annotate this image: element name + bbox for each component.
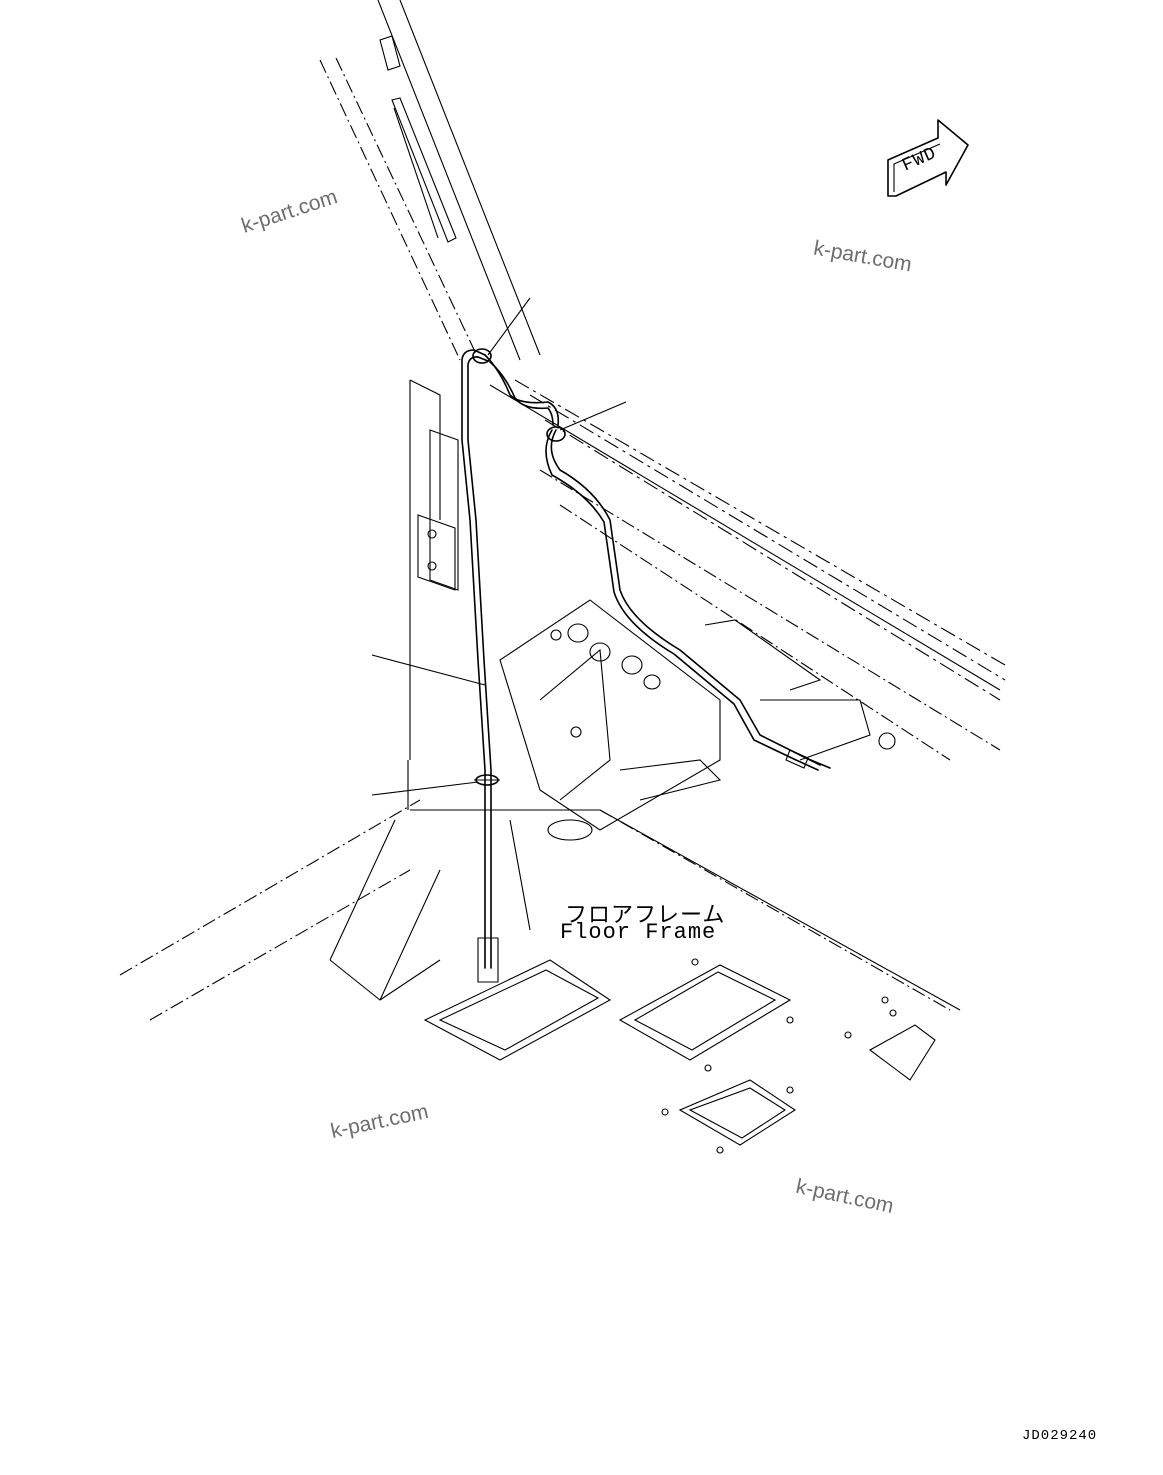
floor-frame [119,799,961,1154]
antenna-cable [461,349,831,983]
fwd-arrow-icon [887,119,969,197]
floor-label-english: Floor Frame [560,920,717,945]
mount-bracket [499,599,896,831]
drawing-code: JD029240 [1022,1428,1098,1444]
callout-leaders [371,297,627,796]
roof-rails [489,379,1006,761]
floor-label-japanese: フロアフレーム [565,904,726,929]
cable-clamps [472,348,566,786]
cab-pillar [319,0,541,810]
